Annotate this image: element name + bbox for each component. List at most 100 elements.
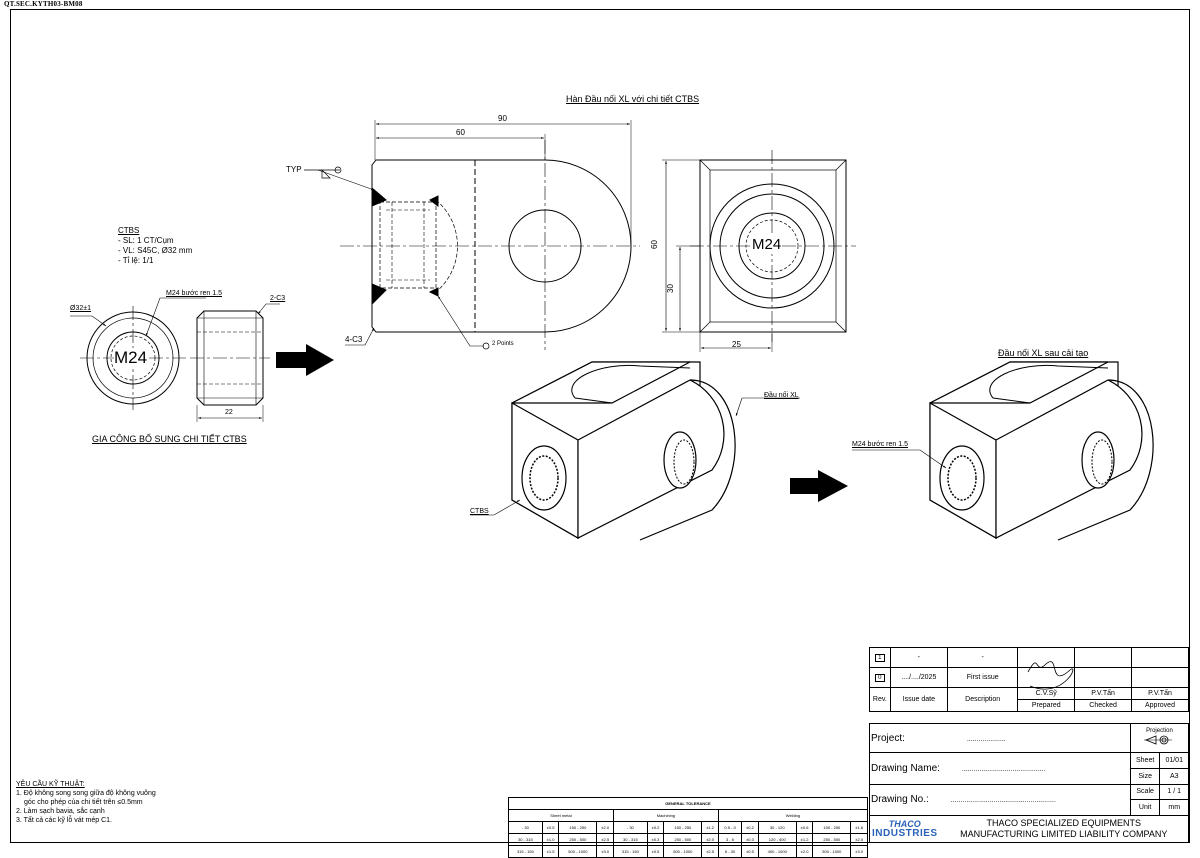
sheet-label: Sheet xyxy=(1129,752,1161,769)
tolerance-group: Machining xyxy=(612,809,719,822)
table-row: 0 ..../..../2025 First issue xyxy=(869,667,1190,688)
top-view-title: Hàn Đầu nối XL với chi tiết CTBS xyxy=(566,94,700,104)
scale-label: Scale xyxy=(1129,783,1161,801)
company-logo: THACO INDUSTRIES xyxy=(872,819,938,839)
rev-marker: 0 xyxy=(869,667,891,688)
table-cell: ±0.6 xyxy=(795,821,814,834)
table-cell: 500 - 1000 xyxy=(812,845,852,858)
drawing-name-cell: Drawing Name: ..........................… xyxy=(869,752,1131,785)
drawing-no-label: Drawing No.: xyxy=(871,794,929,806)
desc-header: Description xyxy=(947,687,1019,712)
revision-table: 1 - - 0 ..../..../2025 First issue Rev. … xyxy=(869,647,1190,712)
table-row: Rev. Issue date Description C.V.Sỹ P.V.T… xyxy=(869,687,1190,712)
tolerance-group: Welding xyxy=(717,809,869,822)
project-label: Project: xyxy=(871,732,905,744)
rev-marker: 1 xyxy=(869,647,891,668)
table-cell: 120 - 400 xyxy=(757,833,797,846)
table-row: Unit mm xyxy=(870,799,1189,816)
approved-role: Approved xyxy=(1130,699,1190,712)
date-header: Issue date xyxy=(889,687,949,712)
table-cell: ±2.5 xyxy=(701,845,719,858)
ctbs-spec: CTBS - SL: 1 CT/Cụm - VL: S45C, Ø32 mm -… xyxy=(118,226,192,266)
ctbs-heading: CTBS xyxy=(118,226,140,235)
projection-label: Projection xyxy=(1146,728,1173,735)
iso-after-thread-label: M24 bước ren 1.5 xyxy=(852,441,908,448)
table-row: Project: .................... Projection xyxy=(869,722,1190,754)
checked-name: P.V.Tấn xyxy=(1074,687,1132,700)
requirement-item: 1. Độ không song song giữa độ không vuôn… xyxy=(16,790,156,797)
table-cell: 30 - 120 xyxy=(757,821,797,834)
table-cell: 250 - 500 xyxy=(663,833,703,846)
table-cell xyxy=(1074,647,1132,668)
table-cell: 400 - 1000 xyxy=(757,845,797,858)
sheet-value: 01/01 xyxy=(1159,752,1189,769)
requirement-item: góc cho phép của chi tiết trên ≤0.5mm xyxy=(24,799,143,806)
process-arrow-1 xyxy=(276,344,334,376)
typ-label: TYP xyxy=(286,165,302,174)
table-cell: 500 - 1000 xyxy=(558,845,598,858)
logo-bottom: INDUSTRIES xyxy=(872,828,938,839)
unit-label: Unit xyxy=(1129,799,1161,816)
drawing-no-value: ........................................… xyxy=(950,797,1056,805)
table-cell: ±0.3 xyxy=(741,833,759,846)
company-cell: THACO INDUSTRIES THACO SPECIALIZED EQUIP… xyxy=(869,815,1189,843)
project-cell: Project: .................... xyxy=(869,722,1131,754)
table-cell xyxy=(1017,667,1076,688)
table-cell: 0.5 - 3 xyxy=(717,821,743,834)
ctbs-dia-label: Ø32±1 xyxy=(70,305,91,312)
dim-60-top: 60 xyxy=(456,128,465,137)
drawing-no-cell: Drawing No.: ...........................… xyxy=(869,783,1131,817)
requirement-item: 3. Tất cả các kỹ lỗ vát mép C1. xyxy=(16,817,112,824)
table-row: Prepared Checked Approved xyxy=(870,699,1190,712)
rev-date: - xyxy=(889,647,949,668)
table-cell: ±1.0 xyxy=(541,833,560,846)
table-cell: - 30 xyxy=(612,821,648,834)
projection-symbol-icon xyxy=(1144,735,1173,745)
ctbs-thread-center: M24 xyxy=(114,348,148,368)
logo-top: THACO xyxy=(888,819,921,829)
dim-60-side: 60 xyxy=(649,240,659,249)
table-cell: 30 - 315 xyxy=(508,833,543,846)
general-tolerance-table: GENERAL TOLERANCE Sheet metal Machining … xyxy=(508,797,869,858)
unit-value: mm xyxy=(1159,799,1189,816)
table-cell: 500 - 1000 xyxy=(663,845,703,858)
document-code: QT.SEC.KYTH03-BM08 xyxy=(4,0,83,8)
checked-role: Checked xyxy=(1074,699,1132,712)
table-cell: ±2.0 xyxy=(701,833,719,846)
table-cell: 3 - 6 xyxy=(717,833,743,846)
rev-header: Rev. xyxy=(869,687,891,712)
table-cell: 315 - 150 xyxy=(508,845,543,858)
tolerance-group: Sheet metal xyxy=(508,809,614,822)
ctbs-thread-label: M24 bước ren 1.5 xyxy=(166,290,222,297)
table-row: 1 - - xyxy=(869,647,1190,668)
drawing-name-value: ........................................… xyxy=(961,765,1046,773)
table-cell xyxy=(1130,667,1190,688)
table-cell: ±3.0 xyxy=(850,845,868,858)
company-line: THACO SPECIALIZED EQUIPMENTS xyxy=(986,818,1142,828)
iso-before-part-label: Đầu nối XL xyxy=(764,392,799,399)
table-cell: 315 - 150 xyxy=(612,845,648,858)
scale-value: 1 / 1 xyxy=(1159,783,1189,801)
table-cell: ±0.5 xyxy=(646,845,665,858)
company-name: THACO SPECIALIZED EQUIPMENTS MANUFACTURI… xyxy=(942,818,1186,840)
table-cell: 150 - 250 xyxy=(558,821,598,834)
table-cell: 6 - 30 xyxy=(717,845,743,858)
iso-after-title: Đầu nối XL sau cải tạo xyxy=(998,348,1089,358)
iso-after xyxy=(852,361,1154,541)
table-row: THACO INDUSTRIES THACO SPECIALIZED EQUIP… xyxy=(869,815,1189,843)
table-cell: ±3.0 xyxy=(596,845,614,858)
rev-number: 1 xyxy=(875,654,885,662)
table-cell: ±1.5 xyxy=(541,845,560,858)
table-row: Size A3 xyxy=(870,767,1189,785)
title-block: Project: .................... Projection… xyxy=(869,722,1190,843)
rev-date: ..../..../2025 xyxy=(889,667,949,688)
ctbs-line: - SL: 1 CT/Cụm xyxy=(118,236,174,245)
dim-30: 30 xyxy=(665,284,675,293)
rev-number: 0 xyxy=(875,674,885,682)
table-cell: 250 - 500 xyxy=(558,833,598,846)
table-cell: ±0.2 xyxy=(646,821,665,834)
table-cell: 150 - 250 xyxy=(663,821,703,834)
